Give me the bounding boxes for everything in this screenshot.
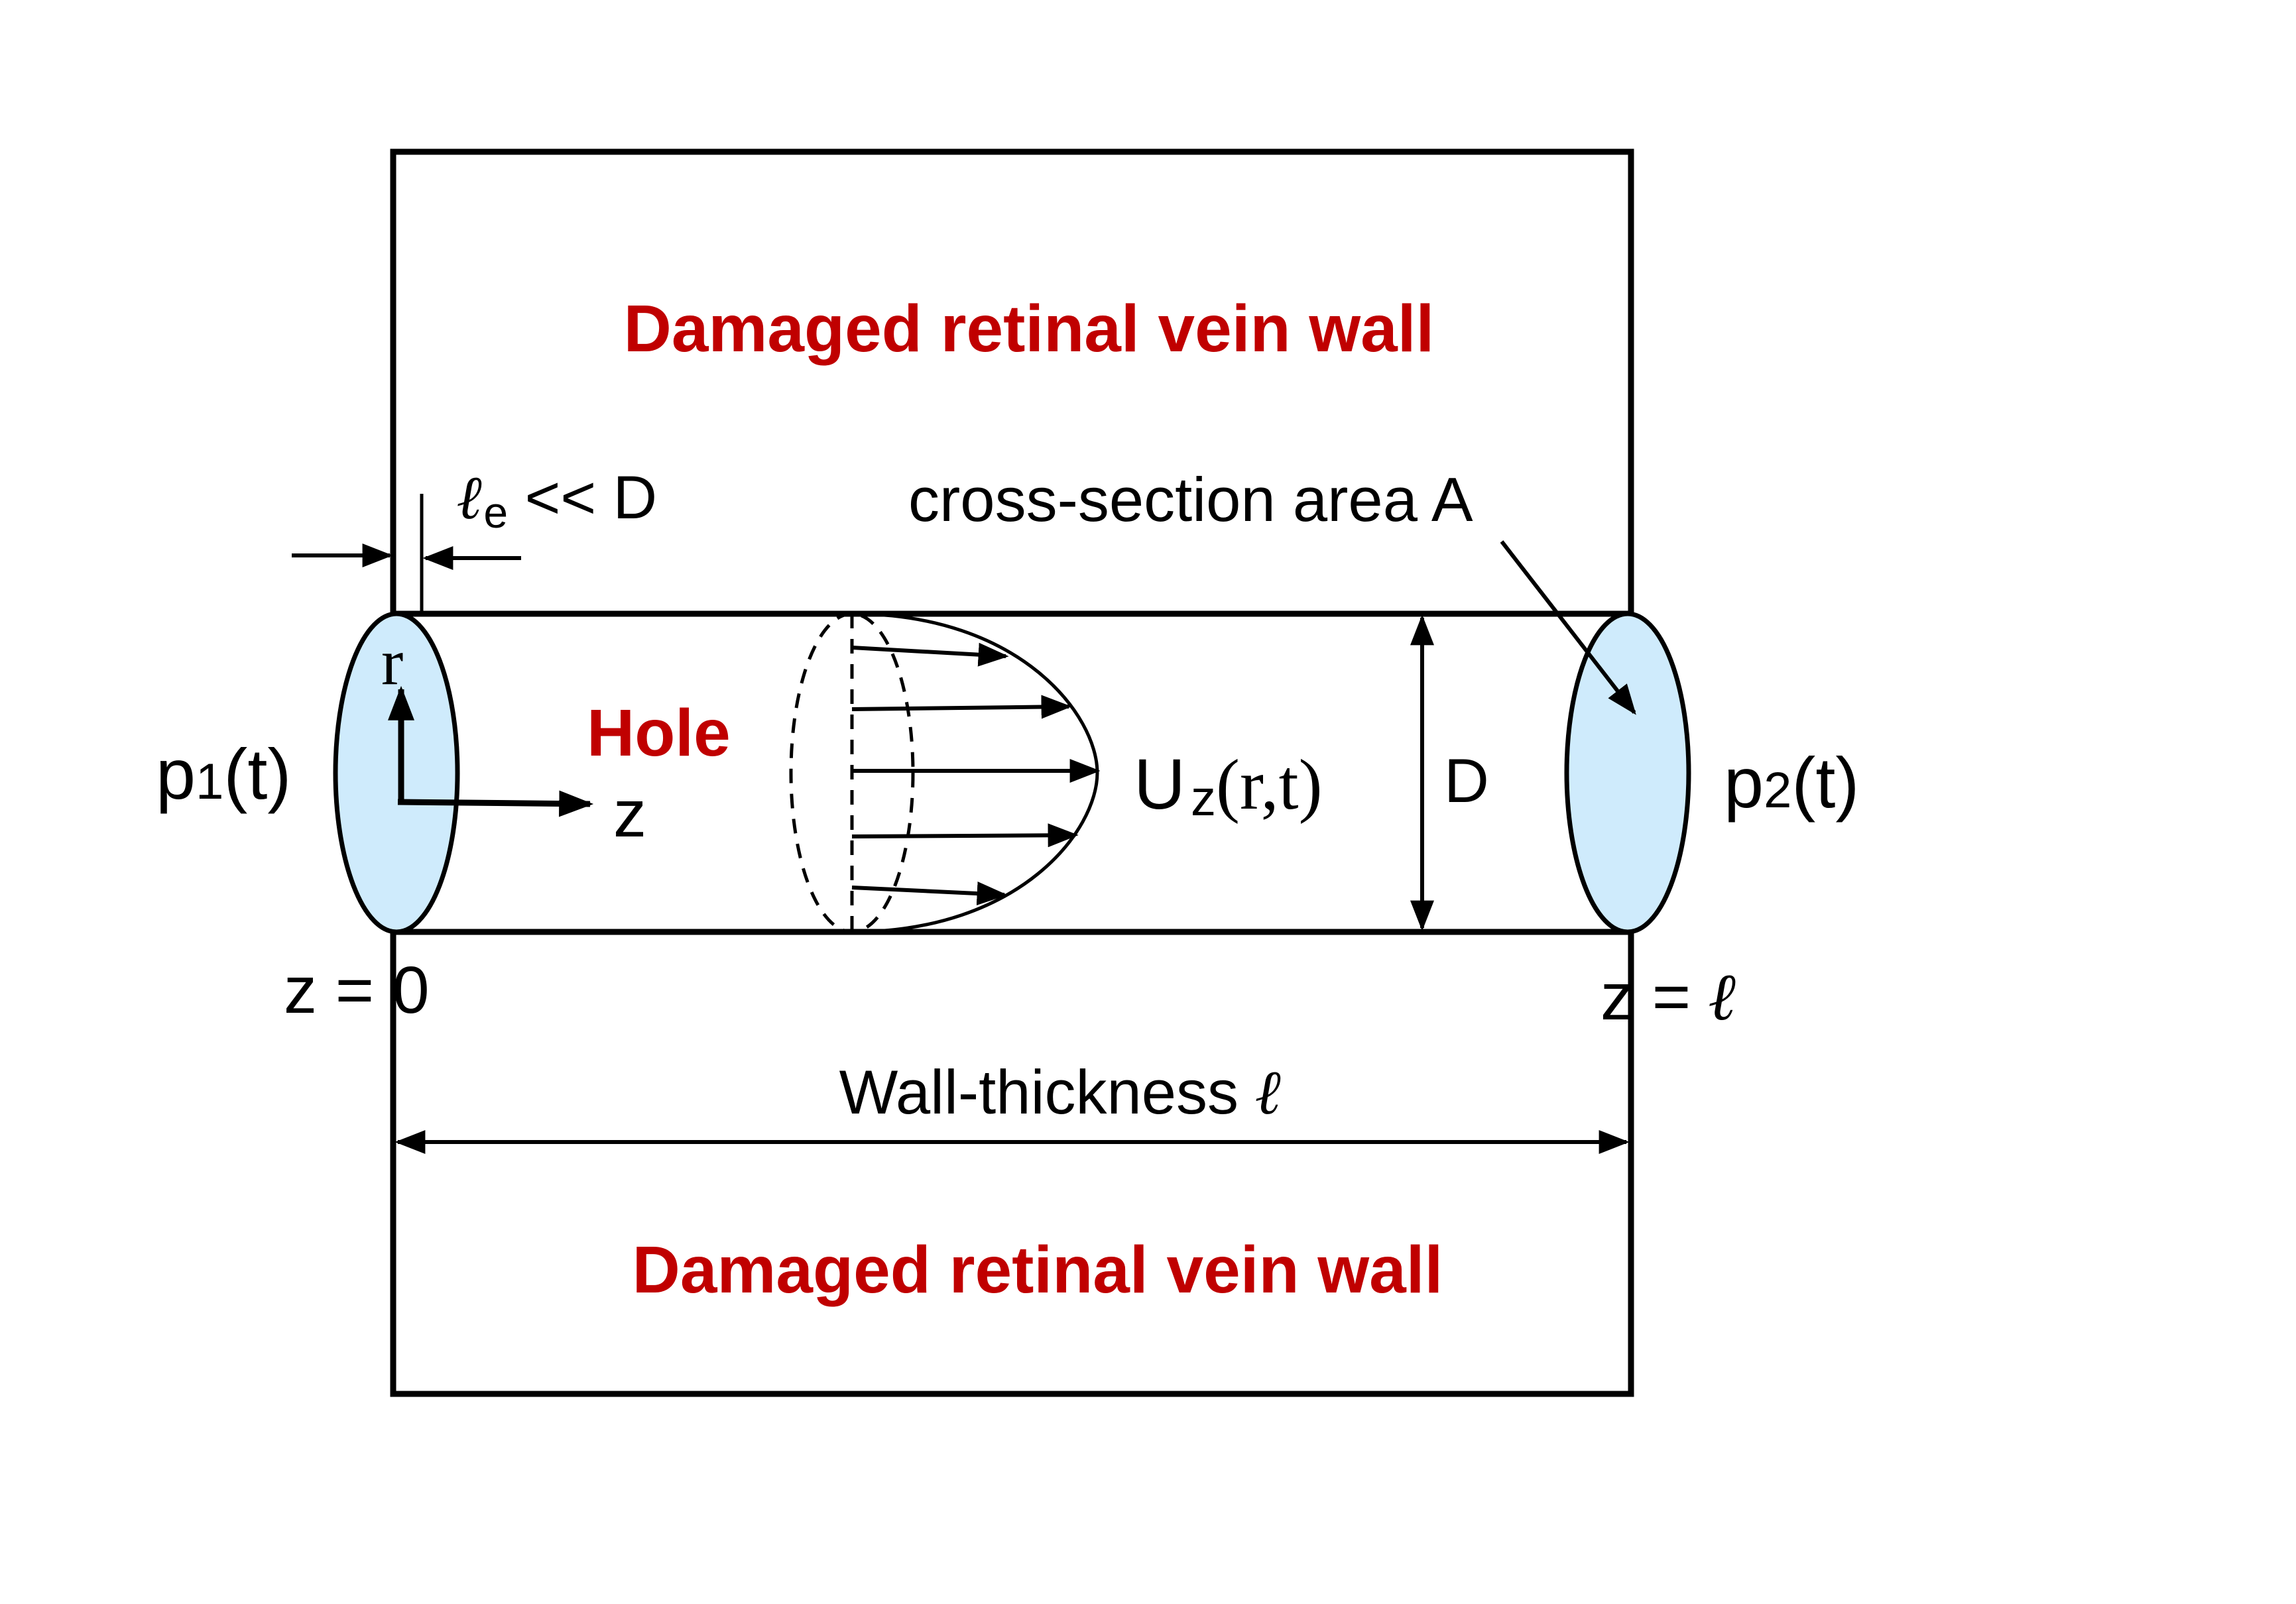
wall-thickness-label: Wall-thickness ℓ xyxy=(753,1057,1335,1127)
z-axis-label: z xyxy=(613,777,646,851)
p2-label: p2(t) xyxy=(1724,742,1859,823)
top-wall-block xyxy=(390,148,1634,617)
velocity-vector xyxy=(851,695,1072,719)
entrance-length-sub: e xyxy=(483,488,508,537)
entrance-length-label: ℓe << D xyxy=(457,464,657,537)
bottom-wall-label: Damaged retinal vein wall xyxy=(633,1233,1443,1307)
p1-main: p xyxy=(156,734,196,814)
p1-args: (t) xyxy=(223,734,291,814)
cross-section-label: cross-section area A xyxy=(908,465,1473,534)
outlet-cross-section xyxy=(1564,611,1691,935)
wall-thickness-prefix: Wall-thickness xyxy=(839,1057,1256,1127)
cross-section-pointer xyxy=(1500,540,1636,715)
velocity-vector xyxy=(851,642,1009,667)
hole-label: Hole xyxy=(587,696,731,770)
z-end-label: z = ℓ xyxy=(1508,960,1793,1034)
p2-main: p xyxy=(1724,742,1764,823)
velocity-sub: z xyxy=(1191,770,1216,827)
top-wall-label: Damaged retinal vein wall xyxy=(624,292,1435,366)
entrance-length-rest: << D xyxy=(508,464,657,532)
p1-sub: 1 xyxy=(196,754,223,810)
r-axis-label: r xyxy=(381,625,403,699)
p2-args: (t) xyxy=(1791,742,1859,823)
velocity-vector xyxy=(851,882,1008,906)
entrance-length-symbol: ℓ xyxy=(457,464,483,532)
p1-label: p1(t) xyxy=(156,734,291,814)
diameter-label: D xyxy=(1444,746,1489,815)
inlet-cross-section xyxy=(333,611,460,935)
velocity-args: (r,t) xyxy=(1216,746,1323,825)
z-axis-arrow xyxy=(397,790,594,817)
p2-sub: 2 xyxy=(1764,762,1791,819)
velocity-main: U xyxy=(1134,744,1185,824)
z-start-label: z = 0 xyxy=(284,953,430,1027)
z-end-symbol: ℓ xyxy=(1709,960,1738,1034)
velocity-vector xyxy=(851,823,1079,848)
z-end-prefix: z = xyxy=(1601,960,1709,1034)
bottom-wall-block xyxy=(390,929,1634,1397)
wall-thickness-symbol: ℓ xyxy=(1256,1059,1282,1127)
velocity-vectors xyxy=(851,642,1101,906)
